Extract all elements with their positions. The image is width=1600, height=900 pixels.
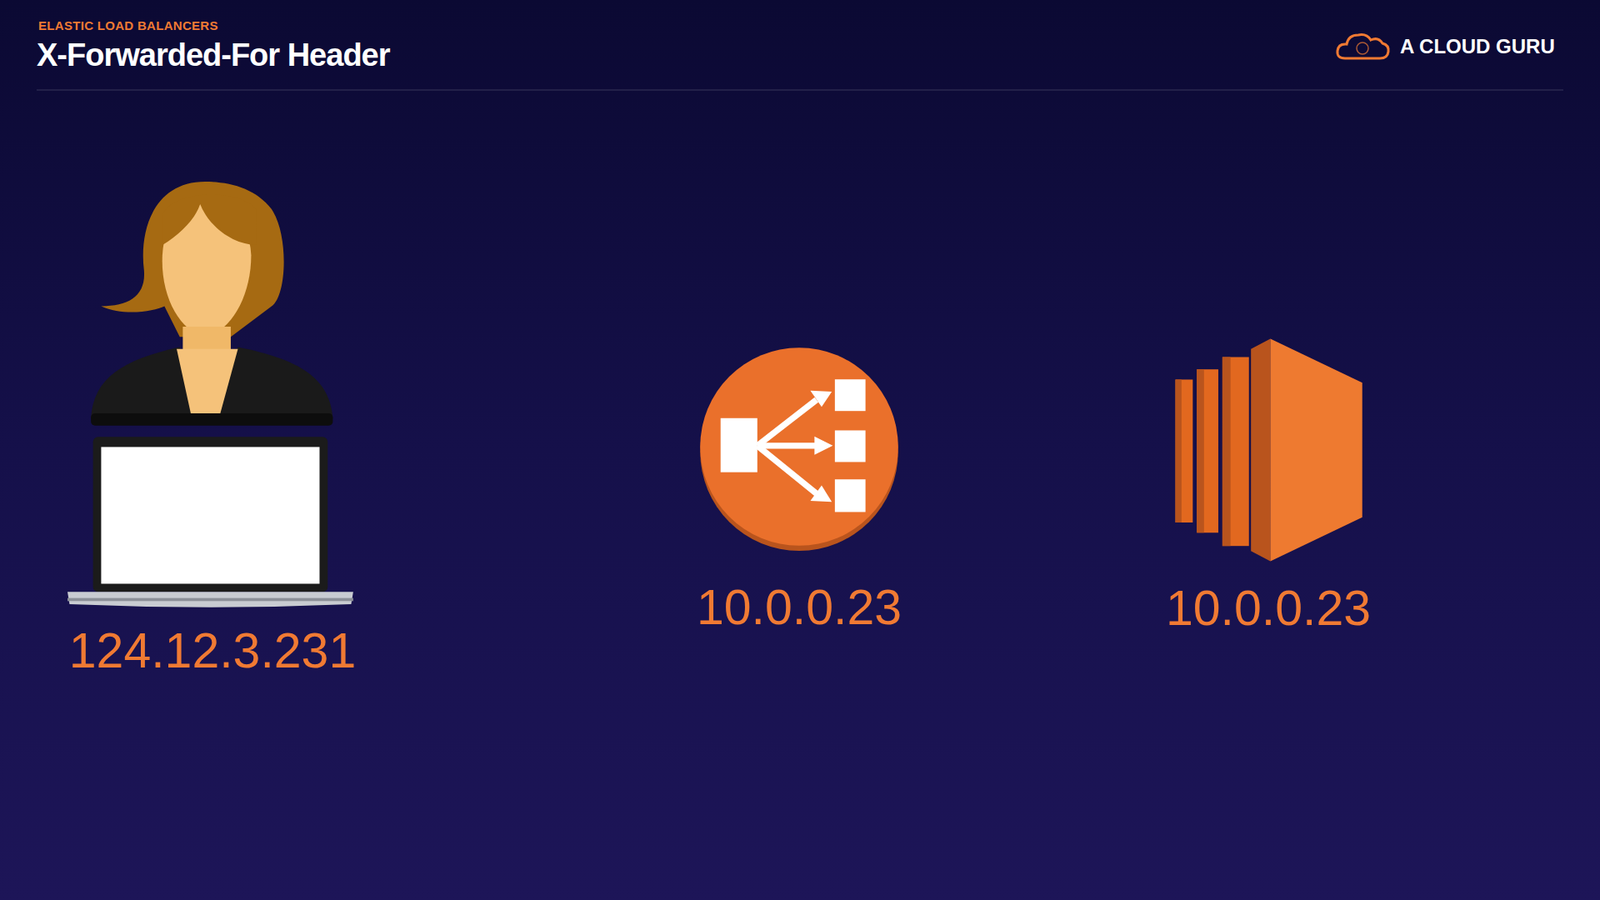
- network-node: 124.12.3.231: [65, 173, 360, 679]
- ip-address: 10.0.0.23: [1162, 581, 1375, 636]
- ip-address: 10.0.0.23: [693, 580, 906, 635]
- ip-address: 124.12.3.231: [65, 624, 360, 679]
- section-label: ELASTIC LOAD BALANCERS: [38, 18, 219, 33]
- brand-name: A CLOUD GURU: [1400, 35, 1555, 59]
- user-laptop-illustration: [67, 173, 359, 613]
- slide-title: X-Forwarded-For Header: [36, 37, 390, 74]
- flow-arrow: [370, 440, 688, 459]
- cloud-logo: [1337, 35, 1389, 59]
- flow-arrow: [911, 440, 1161, 460]
- divider-line: [36, 89, 1564, 91]
- network-node: 10.0.0.23: [693, 346, 906, 635]
- network-node: 10.0.0.23: [1162, 336, 1375, 636]
- load-balancer-icon: [699, 346, 900, 551]
- ec2-instance-icon: [1173, 336, 1364, 564]
